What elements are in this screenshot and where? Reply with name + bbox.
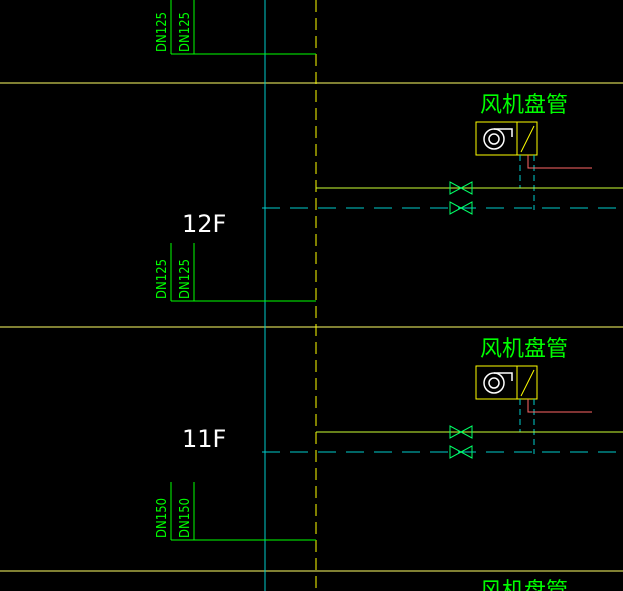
floor-label: 11F <box>182 425 226 453</box>
pipe-label-group-upper: DN125 DN125 <box>155 0 316 55</box>
floor-12f: 风机盘管 12F DN125 DN125 <box>155 93 623 302</box>
valve-icon <box>449 425 473 459</box>
fcu-label: 风机盘管 <box>480 93 568 118</box>
pipe-size-label: DN125 <box>178 12 193 52</box>
pipe-size-label: DN150 <box>178 498 193 538</box>
pipe-size-label: DN125 <box>155 12 170 52</box>
fan-coil-unit <box>475 365 538 400</box>
pipe-size-label: DN125 <box>155 259 170 299</box>
pipe-size-label: DN150 <box>155 498 170 538</box>
pipe-size-label: DN125 <box>178 259 193 299</box>
fcu-label: 风机盘管 <box>480 337 568 362</box>
fcu-label: 风机盘管 <box>480 579 568 591</box>
valve-icon <box>449 181 473 215</box>
condensate-pipe <box>527 155 592 169</box>
condensate-pipe <box>527 399 592 413</box>
fan-coil-unit <box>475 121 538 156</box>
floor-label: 12F <box>182 210 226 238</box>
floor-11f: 风机盘管 11F DN150 DN150 <box>155 337 623 541</box>
